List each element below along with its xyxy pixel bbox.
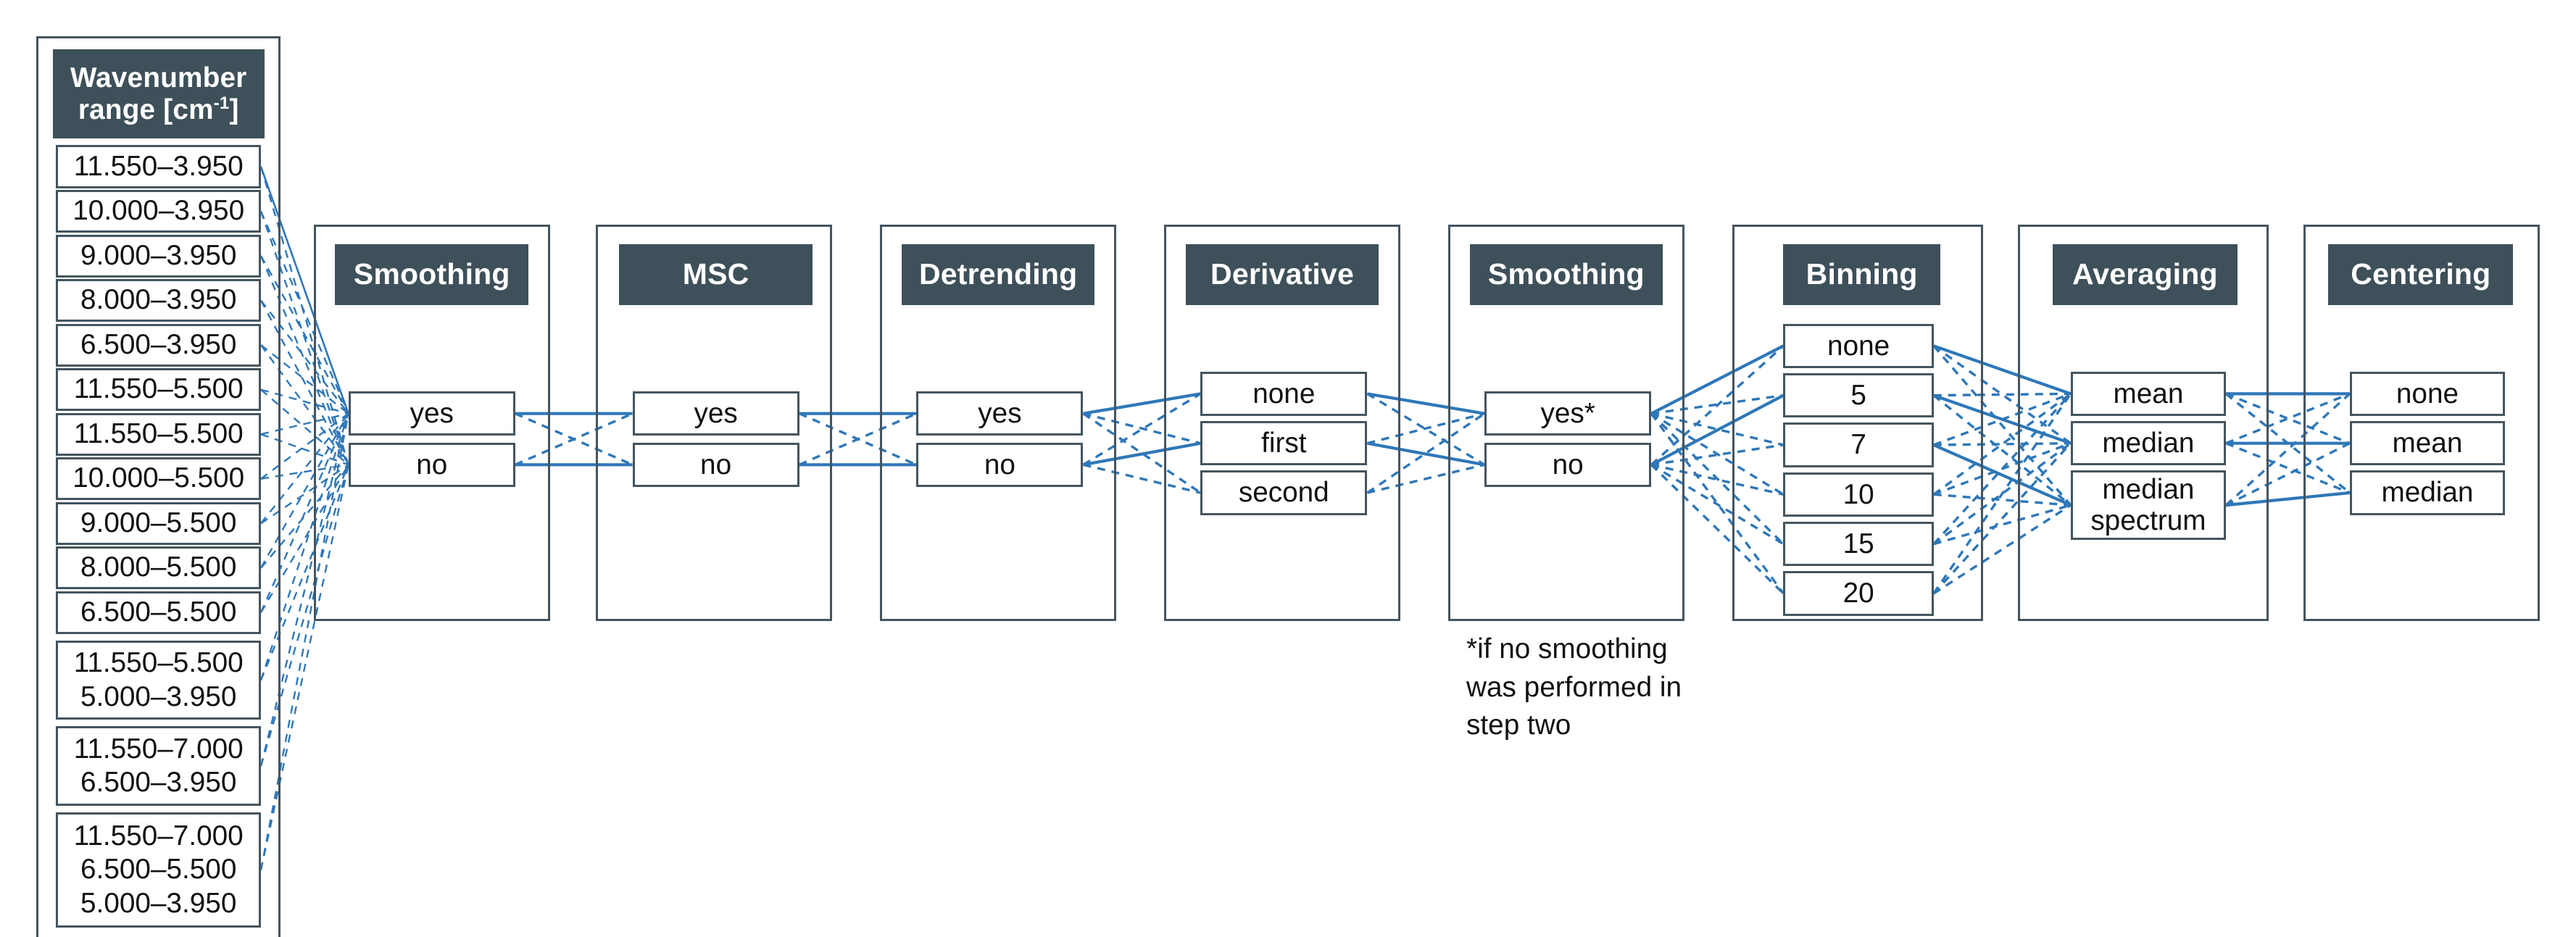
option-averaging-median[interactable]: median: [2070, 420, 2226, 466]
column-header-smoothing-2: Smoothing: [1469, 244, 1663, 306]
option-wavenumber-0[interactable]: 11.550–3.950: [56, 145, 261, 188]
column-header-binning: Binning: [1783, 244, 1940, 306]
column-panel-smoothing-1: [313, 224, 550, 621]
option-smoothing-1-yes[interactable]: yes: [348, 391, 515, 436]
option-smoothing-2-yes[interactable]: yes*: [1484, 391, 1652, 436]
smoothing-2-footnote: *if no smoothing was performed in step t…: [1466, 633, 1682, 741]
option-centering-median[interactable]: median: [2349, 470, 2506, 515]
option-wavenumber-8[interactable]: 9.000–5.500: [56, 501, 261, 545]
option-binning-15[interactable]: 15: [1783, 521, 1934, 567]
option-binning-20[interactable]: 20: [1783, 571, 1934, 616]
option-binning-10[interactable]: 10: [1783, 472, 1934, 517]
column-panel-averaging: [2017, 224, 2269, 621]
option-averaging-median-spectrum[interactable]: median spectrum: [2070, 470, 2226, 540]
column-panel-derivative: [1164, 224, 1400, 621]
option-smoothing-1-no[interactable]: no: [348, 442, 515, 488]
option-derivative-first[interactable]: first: [1200, 420, 1368, 466]
option-wavenumber-1[interactable]: 10.000–3.950: [56, 189, 261, 233]
option-centering-mean[interactable]: mean: [2349, 420, 2506, 466]
column-panel-detrending: [880, 224, 1117, 621]
option-wavenumber-11[interactable]: 11.550–5.500 5.000–3.950: [56, 640, 261, 720]
option-derivative-second[interactable]: second: [1200, 470, 1368, 515]
option-binning-none[interactable]: none: [1783, 323, 1934, 369]
option-centering-none[interactable]: none: [2349, 371, 2506, 417]
column-header-smoothing-1: Smoothing: [335, 244, 529, 306]
option-binning-5[interactable]: 5: [1783, 372, 1934, 418]
option-wavenumber-12[interactable]: 11.550–7.000 6.500–3.950: [56, 726, 261, 806]
option-averaging-mean[interactable]: mean: [2070, 371, 2226, 417]
option-wavenumber-9[interactable]: 8.000–5.500: [56, 546, 261, 590]
column-panel-binning: [1732, 224, 1984, 621]
column-header-centering: Centering: [2328, 244, 2514, 306]
option-detrending-no[interactable]: no: [916, 442, 1084, 488]
option-wavenumber-5[interactable]: 11.550–5.500: [56, 368, 261, 412]
column-panel-wavenumber-range: [36, 36, 281, 937]
option-wavenumber-2[interactable]: 9.000–3.950: [56, 234, 261, 278]
option-wavenumber-7[interactable]: 10.000–5.500: [56, 457, 261, 501]
option-detrending-yes[interactable]: yes: [916, 391, 1084, 436]
option-wavenumber-3[interactable]: 8.000–3.950: [56, 279, 261, 322]
option-wavenumber-13[interactable]: 11.550–7.000 6.500–5.500 5.000–3.950: [56, 812, 261, 928]
column-header-derivative: Derivative: [1185, 244, 1379, 306]
option-msc-yes[interactable]: yes: [632, 391, 799, 436]
column-panel-msc: [596, 224, 833, 621]
option-derivative-none[interactable]: none: [1200, 371, 1368, 417]
column-header-detrending: Detrending: [901, 244, 1095, 306]
option-wavenumber-10[interactable]: 6.500–5.500: [56, 591, 261, 634]
option-wavenumber-6[interactable]: 11.550–5.500: [56, 412, 261, 456]
option-binning-7[interactable]: 7: [1783, 422, 1934, 467]
option-msc-no[interactable]: no: [632, 442, 799, 488]
column-header-averaging: Averaging: [2052, 244, 2238, 306]
column-panel-centering: [2303, 224, 2540, 621]
option-smoothing-2-no[interactable]: no: [1484, 442, 1652, 488]
option-wavenumber-4[interactable]: 6.500–3.950: [56, 323, 261, 367]
column-panel-smoothing-2: [1447, 224, 1684, 621]
column-header-msc: MSC: [619, 244, 813, 306]
